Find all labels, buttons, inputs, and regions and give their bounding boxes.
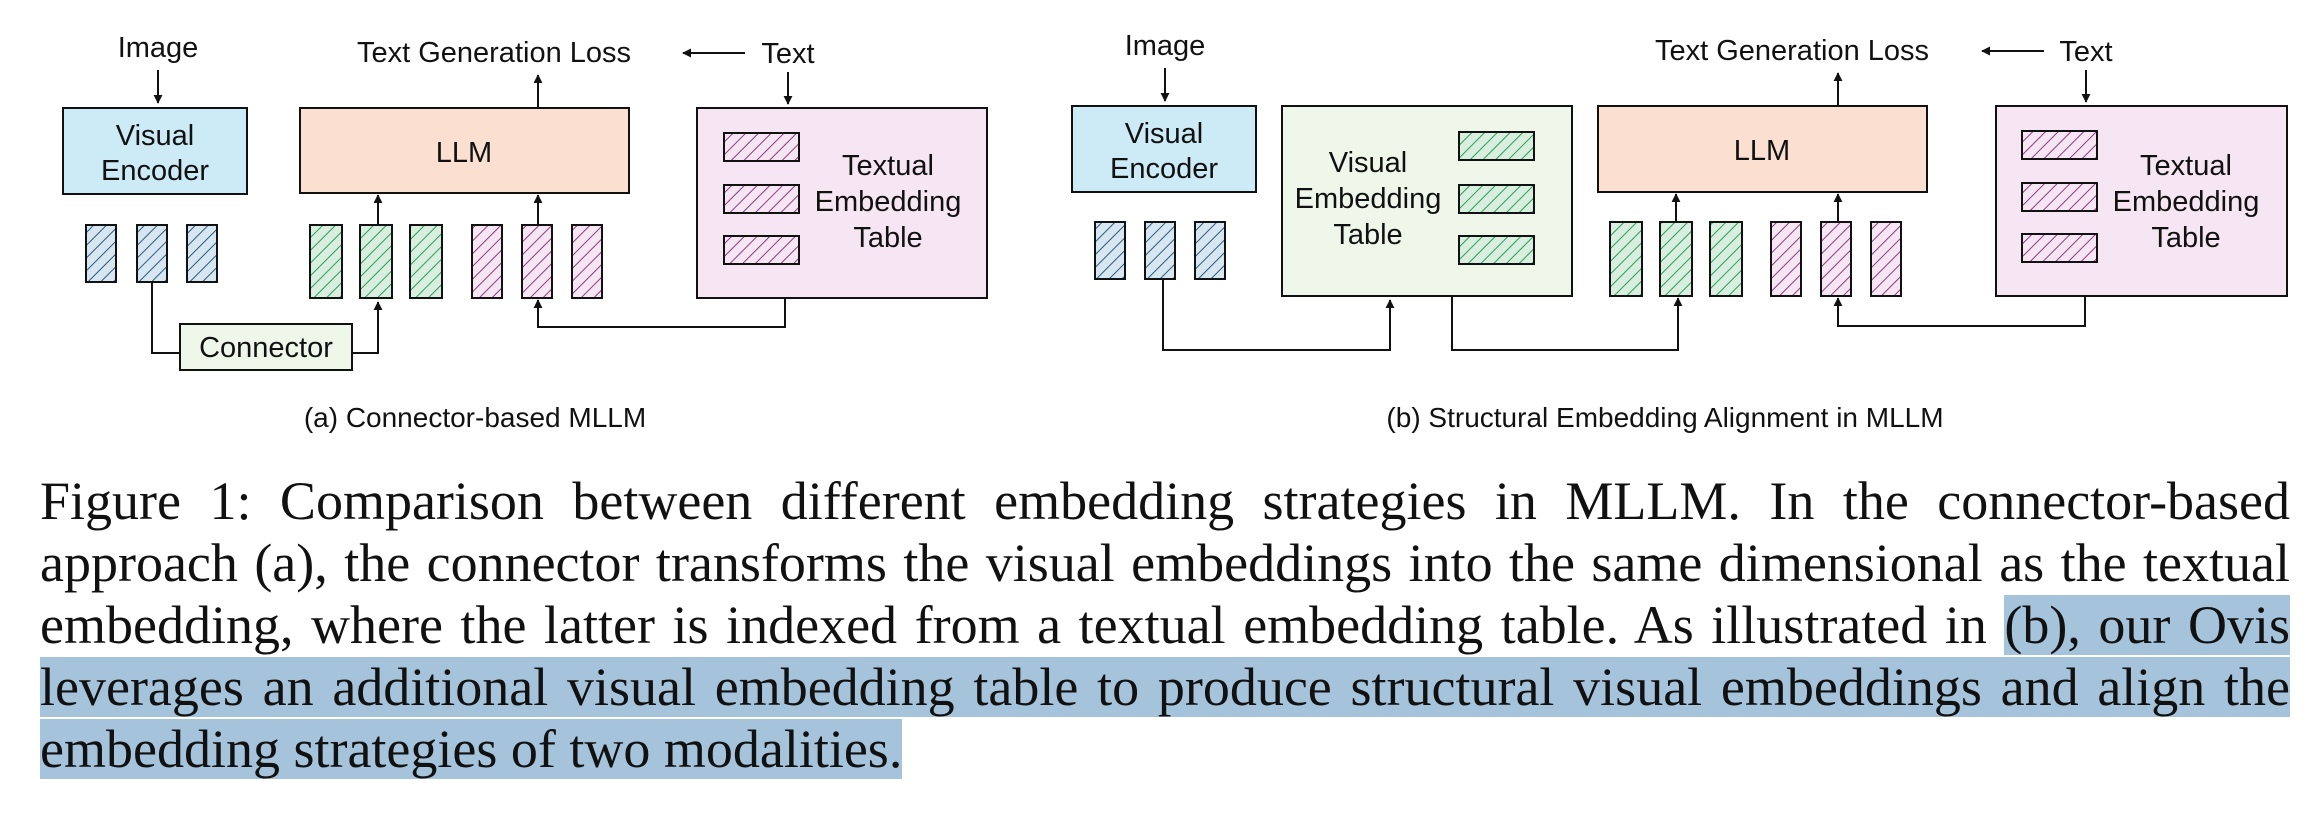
visual-embedding xyxy=(85,224,117,283)
image-label: Image xyxy=(118,32,199,64)
connector-box xyxy=(179,323,353,371)
visual-embedding xyxy=(1094,221,1126,280)
visual-encoder-label-2: Encoder xyxy=(1110,153,1218,185)
panel-a: Image Visual Encoder Connector LLM Text … xyxy=(62,32,988,433)
visual-embedding xyxy=(1194,221,1226,280)
visual-embedding xyxy=(186,224,218,283)
text-label: Text xyxy=(761,38,814,70)
image-label: Image xyxy=(1125,30,1206,62)
textual-embedding xyxy=(1870,221,1902,297)
visual-encoder-label-1: Visual xyxy=(1125,118,1203,150)
aligned-visual-embedding xyxy=(359,224,393,299)
table-entry xyxy=(723,132,800,162)
loss-label: Text Generation Loss xyxy=(1655,35,1929,67)
aligned-visual-embedding xyxy=(309,224,343,299)
aligned-visual-embedding xyxy=(1659,221,1693,297)
visual-embedding xyxy=(1144,221,1176,280)
textual-table-label-2: Embedding xyxy=(815,186,962,218)
aligned-visual-embedding xyxy=(1609,221,1643,297)
textual-embedding xyxy=(1770,221,1802,297)
table-entry xyxy=(1458,131,1535,161)
visual-encoder-box xyxy=(1071,105,1257,193)
loss-label: Text Generation Loss xyxy=(357,37,631,69)
panel-b: Image Visual Encoder Visual Embedding Ta… xyxy=(1071,30,2288,433)
table-entry xyxy=(723,184,800,214)
subcaption-a: (a) Connector-based MLLM xyxy=(304,402,646,433)
llm-label: LLM xyxy=(436,137,492,169)
textual-embedding xyxy=(471,224,503,299)
table-entry xyxy=(2021,130,2098,160)
visual-encoder-box xyxy=(62,107,248,195)
textual-table-label-3: Table xyxy=(853,222,922,254)
table-entry xyxy=(1458,184,1535,214)
textual-embedding xyxy=(571,224,603,299)
aligned-visual-embedding xyxy=(409,224,443,299)
llm-box xyxy=(299,107,630,194)
textual-table-label-3: Table xyxy=(2151,222,2220,254)
visual-table-label-1: Visual xyxy=(1329,147,1407,179)
connector-label: Connector xyxy=(199,332,333,364)
textual-table-label-2: Embedding xyxy=(2113,186,2260,218)
textual-embedding xyxy=(1820,221,1852,297)
figure-caption: Figure 1: Comparison between different e… xyxy=(40,470,2290,780)
subcaption-b: (b) Structural Embedding Alignment in ML… xyxy=(1386,402,1943,433)
textual-table-label-1: Textual xyxy=(842,150,934,182)
table-entry xyxy=(2021,233,2098,263)
textual-embedding xyxy=(521,224,553,299)
table-entry xyxy=(1458,235,1535,265)
llm-box xyxy=(1597,105,1928,193)
architecture-figure: Image Visual Encoder Connector LLM Text … xyxy=(62,30,2288,433)
table-entry xyxy=(2021,182,2098,212)
aligned-visual-embedding xyxy=(1709,221,1743,297)
llm-label: LLM xyxy=(1734,135,1790,167)
table-entry xyxy=(723,235,800,265)
visual-table-label-3: Table xyxy=(1333,219,1402,251)
visual-encoder-label-2: Encoder xyxy=(101,155,209,187)
text-label: Text xyxy=(2059,36,2112,68)
visual-table-label-2: Embedding xyxy=(1295,183,1442,215)
caption-text: Figure 1: Comparison between different e… xyxy=(40,471,2290,655)
textual-table-label-1: Textual xyxy=(2140,150,2232,182)
visual-embedding xyxy=(136,224,168,283)
visual-encoder-label-1: Visual xyxy=(116,120,194,152)
